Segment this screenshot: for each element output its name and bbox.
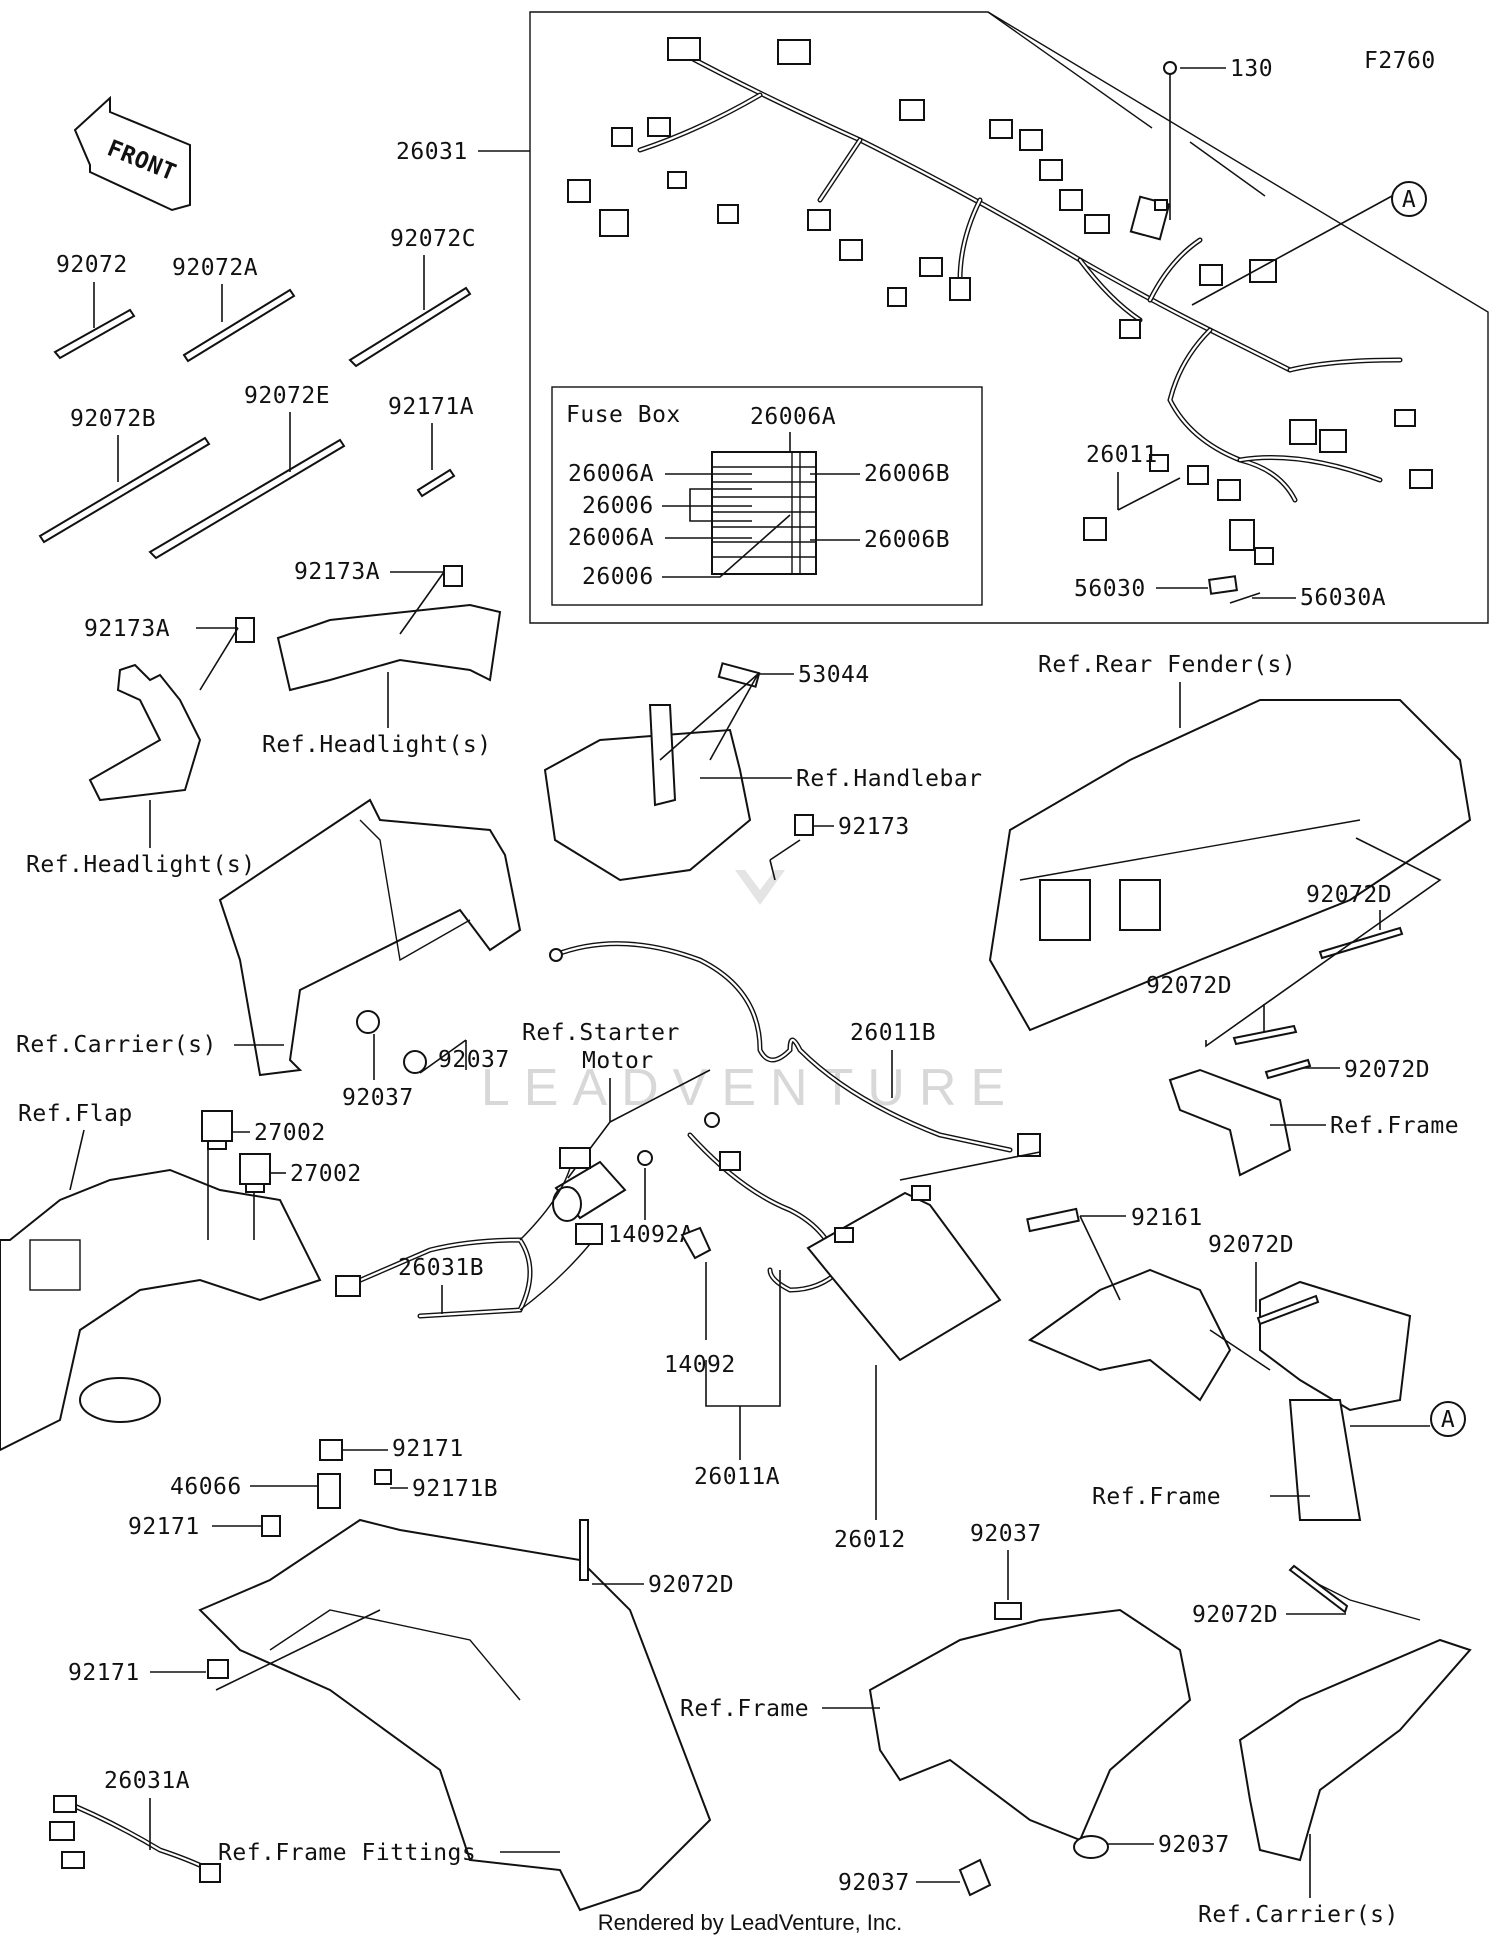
- label-ref-starter-1: Ref.Starter: [522, 1020, 680, 1046]
- label-92072C: 92072C: [390, 226, 476, 252]
- label-92037-4: 92037: [838, 1870, 910, 1896]
- label-92161: 92161: [1131, 1205, 1203, 1231]
- cable-ties: [38, 286, 472, 560]
- rear-fender: [988, 699, 1472, 1032]
- label-26006-1: 26006: [582, 493, 654, 519]
- label-92171B: 92171B: [412, 1476, 498, 1502]
- label-26006A-1: 26006A: [568, 461, 654, 487]
- label-26006B-1: 26006B: [864, 461, 950, 487]
- label-46066: 46066: [170, 1474, 242, 1500]
- fuse-box-inset: Fuse Box: [551, 386, 983, 606]
- label-92072B: 92072B: [70, 406, 156, 432]
- label-92173A-2: 92173A: [294, 559, 380, 585]
- label-92072E: 92072E: [244, 383, 330, 409]
- label-92072D-5: 92072D: [648, 1572, 734, 1598]
- figure-code: F2760: [1364, 48, 1436, 74]
- label-56030A: 56030A: [1300, 585, 1386, 611]
- frame-92161: [1026, 1207, 1412, 1521]
- label-26011A: 26011A: [694, 1464, 780, 1490]
- label-92171A: 92171A: [388, 394, 474, 420]
- label-92072A: 92072A: [172, 255, 258, 281]
- footer-credit: Rendered by LeadVenture, Inc.: [598, 1910, 903, 1935]
- label-26012: 26012: [834, 1527, 906, 1553]
- label-53044: 53044: [798, 662, 870, 688]
- label-26006B-2: 26006B: [864, 527, 950, 553]
- label-92072D-6: 92072D: [1192, 1602, 1278, 1628]
- label-26011B: 26011B: [850, 1020, 936, 1046]
- label-92037-1: 92037: [438, 1047, 510, 1073]
- label-92072D-3: 92072D: [1344, 1057, 1430, 1083]
- label-26031: 26031: [396, 139, 468, 165]
- label-ref-starter-2: Motor: [582, 1048, 654, 1074]
- label-ref-handlebar: Ref.Handlebar: [796, 766, 983, 792]
- label-26031B: 26031B: [398, 1255, 484, 1281]
- handlebar-bracket: [543, 662, 814, 882]
- main-wiring-harness: [637, 49, 1403, 503]
- label-ref-carrier-2: Ref.Carrier(s): [1198, 1902, 1399, 1928]
- label-92173: 92173: [838, 814, 910, 840]
- label-ref-flap: Ref.Flap: [18, 1101, 133, 1127]
- label-92171-1: 92171: [392, 1436, 464, 1462]
- relay-26011: [1083, 517, 1107, 541]
- carrier-frame: [218, 798, 522, 1077]
- label-ref-headlight-2: Ref.Headlight(s): [262, 732, 492, 758]
- starter-motor: [552, 1160, 627, 1222]
- main-harness-frame: [529, 11, 1489, 624]
- carrier-bottom-right: [1238, 1564, 1472, 1862]
- label-14092: 14092: [664, 1352, 736, 1378]
- label-92037-3: 92037: [970, 1521, 1042, 1547]
- label-26031A: 26031A: [104, 1768, 190, 1794]
- callout-a-top-text: A: [1402, 187, 1416, 213]
- label-ref-rear-fender: Ref.Rear Fender(s): [1038, 652, 1296, 678]
- fuse-box-title: Fuse Box: [566, 402, 681, 428]
- label-27002-2: 27002: [290, 1161, 362, 1187]
- label-ref-carrier-1: Ref.Carrier(s): [16, 1032, 217, 1058]
- label-92072D-1: 92072D: [1306, 882, 1392, 908]
- label-130: 130: [1230, 56, 1273, 82]
- label-92037-2: 92037: [342, 1085, 414, 1111]
- label-92072D-4: 92072D: [1208, 1232, 1294, 1258]
- callout-a-bottom: [1430, 1401, 1466, 1437]
- watermark: LEADVENTURE: [481, 1059, 1019, 1117]
- label-92171-3: 92171: [68, 1660, 140, 1686]
- label-26006-2: 26006: [582, 564, 654, 590]
- label-26006A-2: 26006A: [568, 525, 654, 551]
- headlight-bracket-left: [88, 617, 255, 802]
- frame-bracket-1: [1168, 1068, 1292, 1177]
- label-ref-frame-1: Ref.Frame: [1330, 1113, 1459, 1139]
- sub-harness-26031B: [335, 1147, 603, 1319]
- callout-a-top: [1391, 181, 1427, 217]
- label-14092A: 14092A: [608, 1222, 694, 1248]
- label-56030: 56030: [1074, 576, 1146, 602]
- frame-bottom-middle: [868, 1602, 1192, 1897]
- label-26011: 26011: [1086, 442, 1158, 468]
- watermark-logo: [735, 870, 785, 905]
- label-ref-frame-fittings: Ref.Frame Fittings: [218, 1840, 476, 1866]
- label-92037-5: 92037: [1158, 1832, 1230, 1858]
- front-arrow: FRONT: [73, 95, 191, 212]
- label-92173A-1: 92173A: [84, 616, 170, 642]
- flap: [0, 1168, 322, 1452]
- frame-fittings: [198, 1439, 712, 1912]
- starter-cables: [549, 941, 1041, 1293]
- callout-a-bottom-text: A: [1441, 1407, 1455, 1433]
- label-92072D-2: 92072D: [1146, 973, 1232, 999]
- label-ref-headlight-1: Ref.Headlight(s): [26, 852, 256, 878]
- label-ref-frame-2: Ref.Frame: [1092, 1484, 1221, 1510]
- label-92072: 92072: [56, 252, 128, 278]
- label-ref-frame-3: Ref.Frame: [680, 1696, 809, 1722]
- headlight-bracket-right: [276, 565, 502, 692]
- label-27002-1: 27002: [254, 1120, 326, 1146]
- label-92171-2: 92171: [128, 1514, 200, 1540]
- battery: [806, 1185, 1002, 1362]
- sub-harness-26031A: [49, 1795, 221, 1883]
- relay-27002-2: [239, 1153, 271, 1193]
- harness-connectors: [567, 37, 1433, 565]
- relay-27002-1: [201, 1110, 233, 1150]
- label-26006A-top: 26006A: [750, 404, 836, 430]
